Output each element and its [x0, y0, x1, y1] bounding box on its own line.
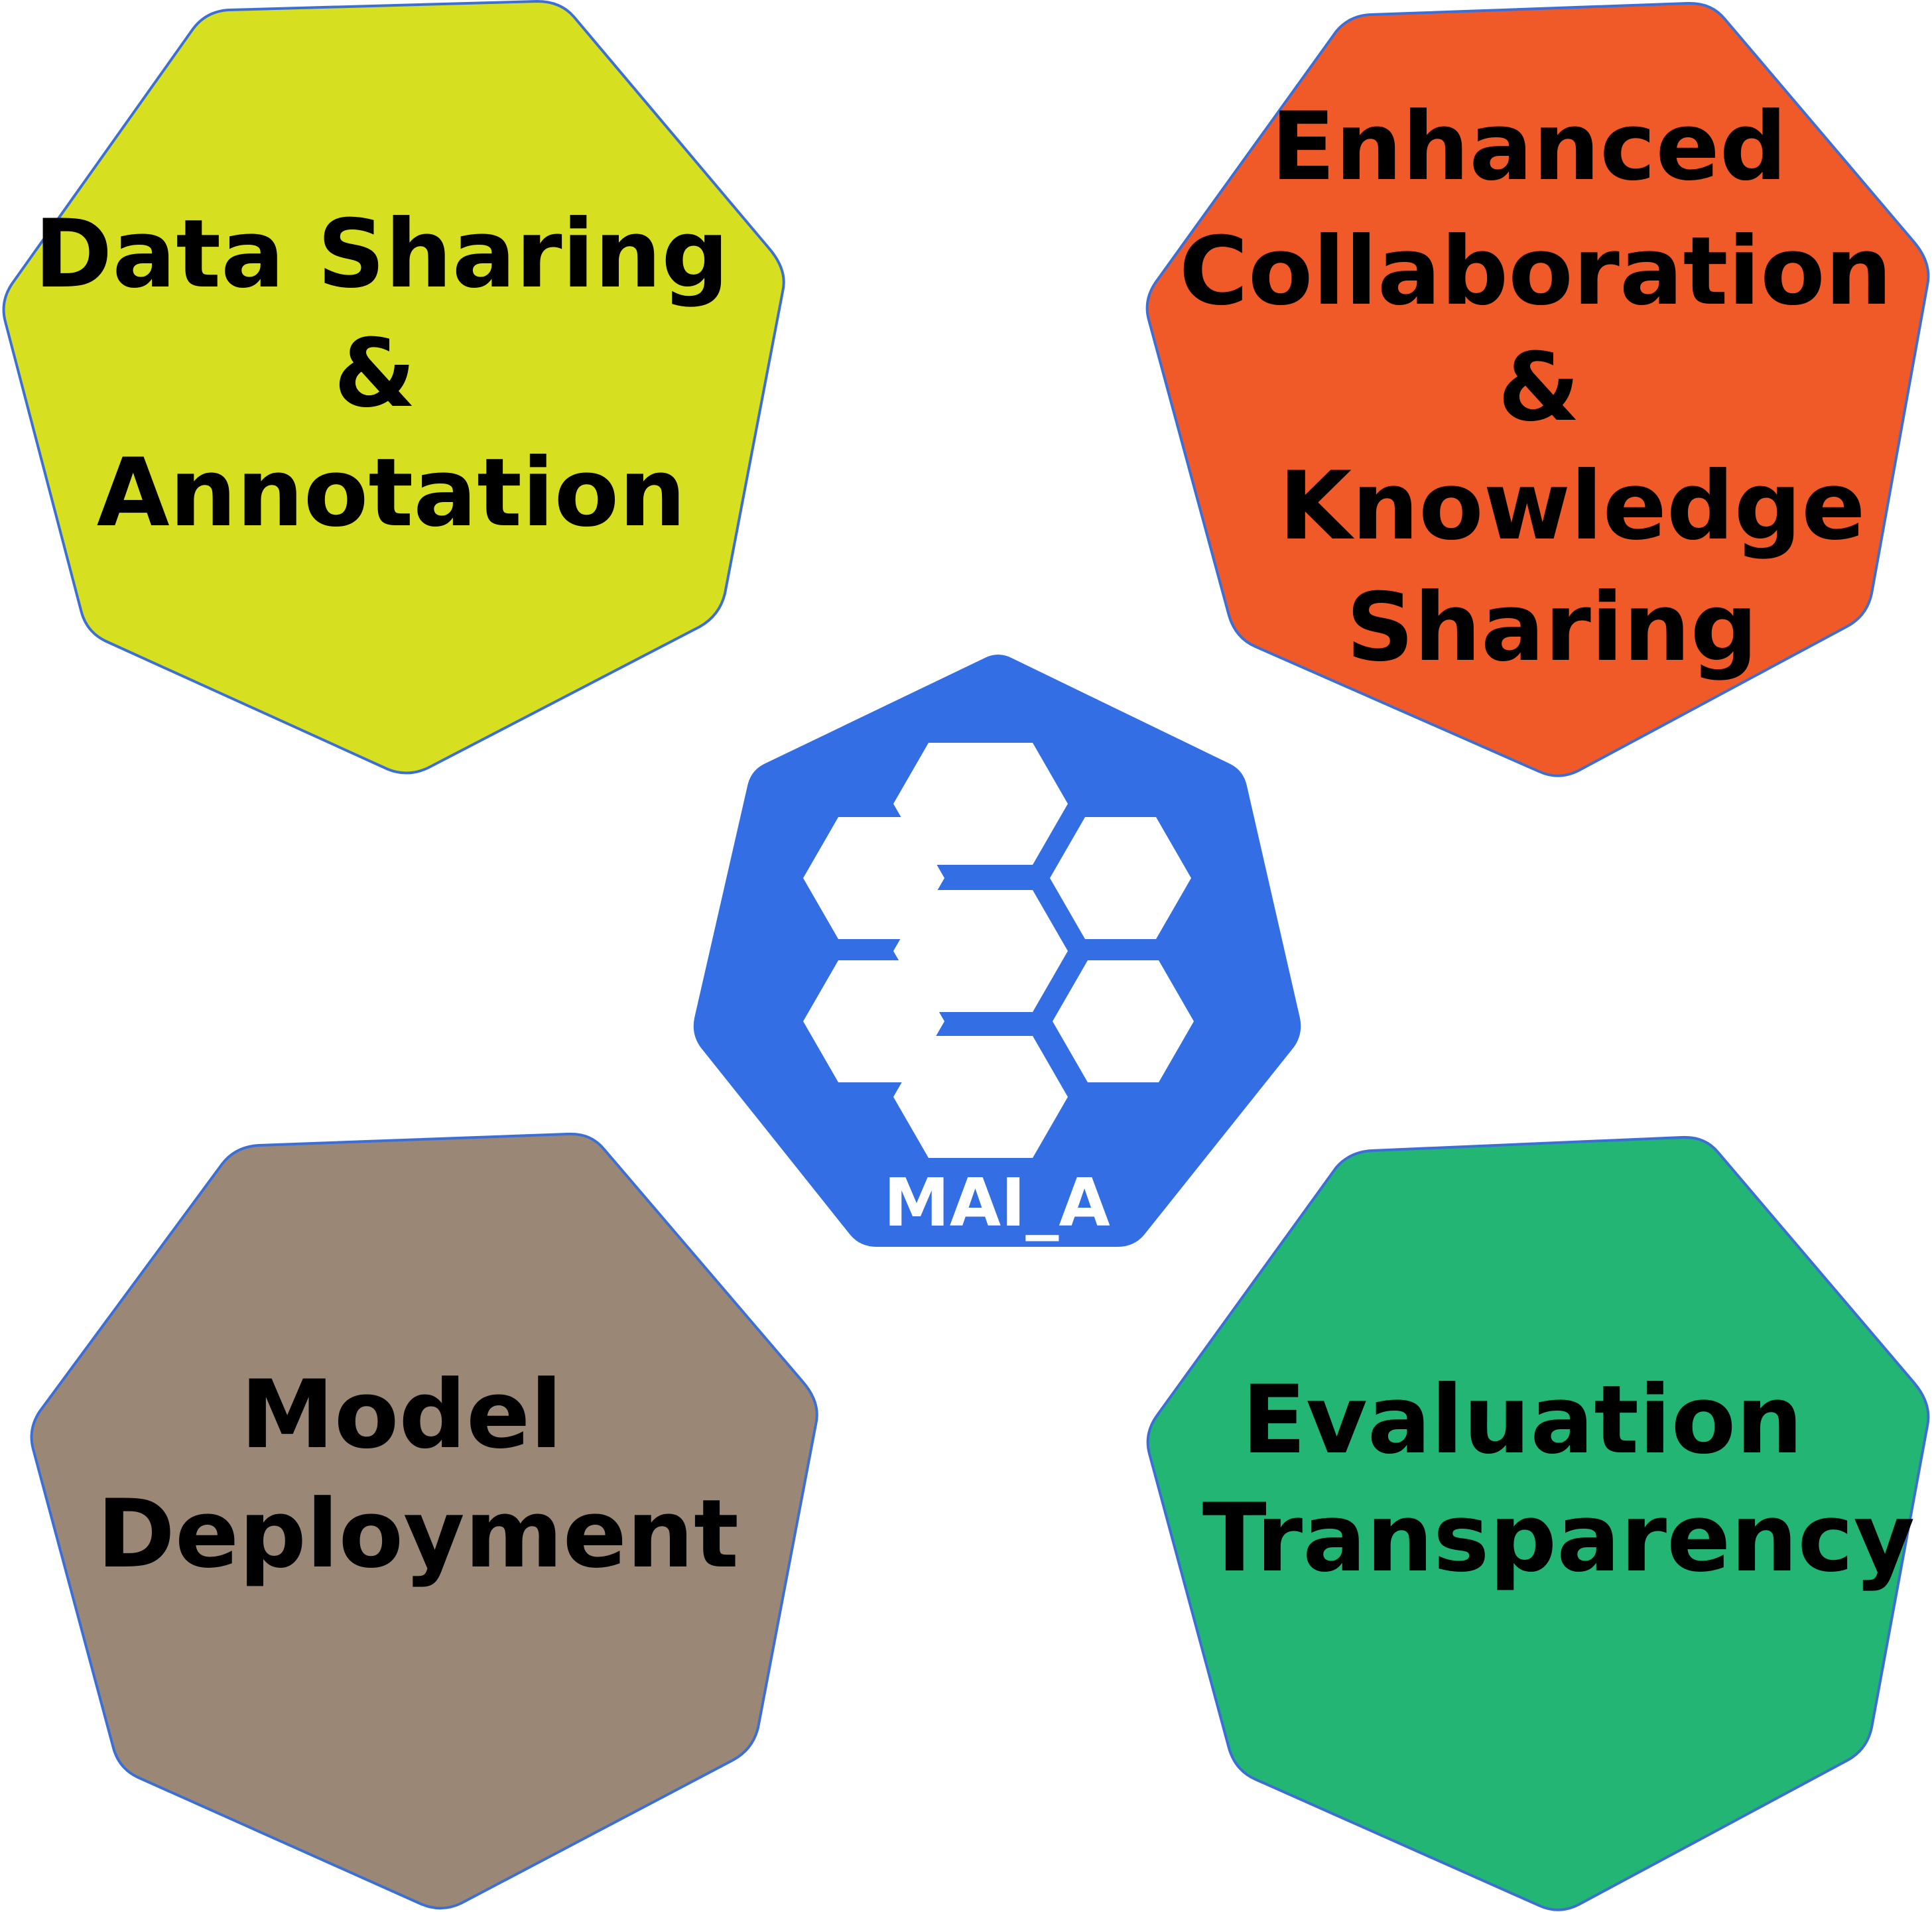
node-collaboration-line-5: Sharing — [1346, 573, 1758, 682]
node-collaboration-line-2: Collaboration — [1179, 217, 1892, 326]
node-evaluation-line-1: Evaluation — [1242, 1366, 1803, 1475]
logo-hex-cell-upper-left — [803, 817, 944, 939]
logo-hex-cell-center — [893, 890, 1068, 1012]
node-collaboration-line-4: Knowledge — [1279, 452, 1865, 561]
node-collaboration-line-1: Enhanced — [1271, 92, 1787, 202]
logo-hex-cell-lower-right — [1053, 960, 1194, 1082]
node-deployment-line-2: Deployment — [97, 1480, 739, 1589]
node-deployment-shape — [30, 1132, 818, 1910]
node-data-sharing-line-2: & — [334, 319, 416, 428]
logo-hex-cell-top — [893, 743, 1068, 865]
node-evaluation-label: Evaluation Transparency — [1202, 1366, 1915, 1593]
node-data-sharing-label: Data Sharing & Annotation — [34, 200, 762, 548]
logo-name: MAI_A — [883, 1164, 1110, 1242]
logo-hex-cell-upper-right — [1050, 817, 1191, 939]
node-evaluation-line-2: Transparency — [1202, 1484, 1915, 1593]
node-data-sharing-line-3: Annotation — [97, 438, 686, 548]
node-collaboration: Enhanced Collaboration & Knowledge Shari… — [1145, 1, 1930, 777]
node-collaboration-line-3: & — [1498, 333, 1580, 442]
logo-hex-cell-bottom — [893, 1036, 1068, 1158]
node-collaboration-shape — [1145, 1, 1930, 777]
node-deployment-label: Model Deployment — [97, 1360, 739, 1589]
logo-hex-cell-lower-left — [803, 960, 944, 1082]
node-deployment-line-1: Model — [241, 1360, 563, 1470]
node-data-sharing: Data Sharing & Annotation — [2, 0, 785, 775]
node-evaluation: Evaluation Transparency — [1146, 1135, 1930, 1911]
node-collaboration-label: Enhanced Collaboration & Knowledge Shari… — [1179, 92, 1925, 682]
node-evaluation-shape — [1146, 1135, 1930, 1911]
node-data-sharing-line-1: Data Sharing — [34, 200, 729, 309]
node-data-sharing-shape — [2, 0, 785, 775]
node-deployment: Model Deployment — [30, 1132, 818, 1910]
logo: MAI_A — [693, 655, 1301, 1247]
logo-hex-cells — [803, 743, 1194, 1158]
